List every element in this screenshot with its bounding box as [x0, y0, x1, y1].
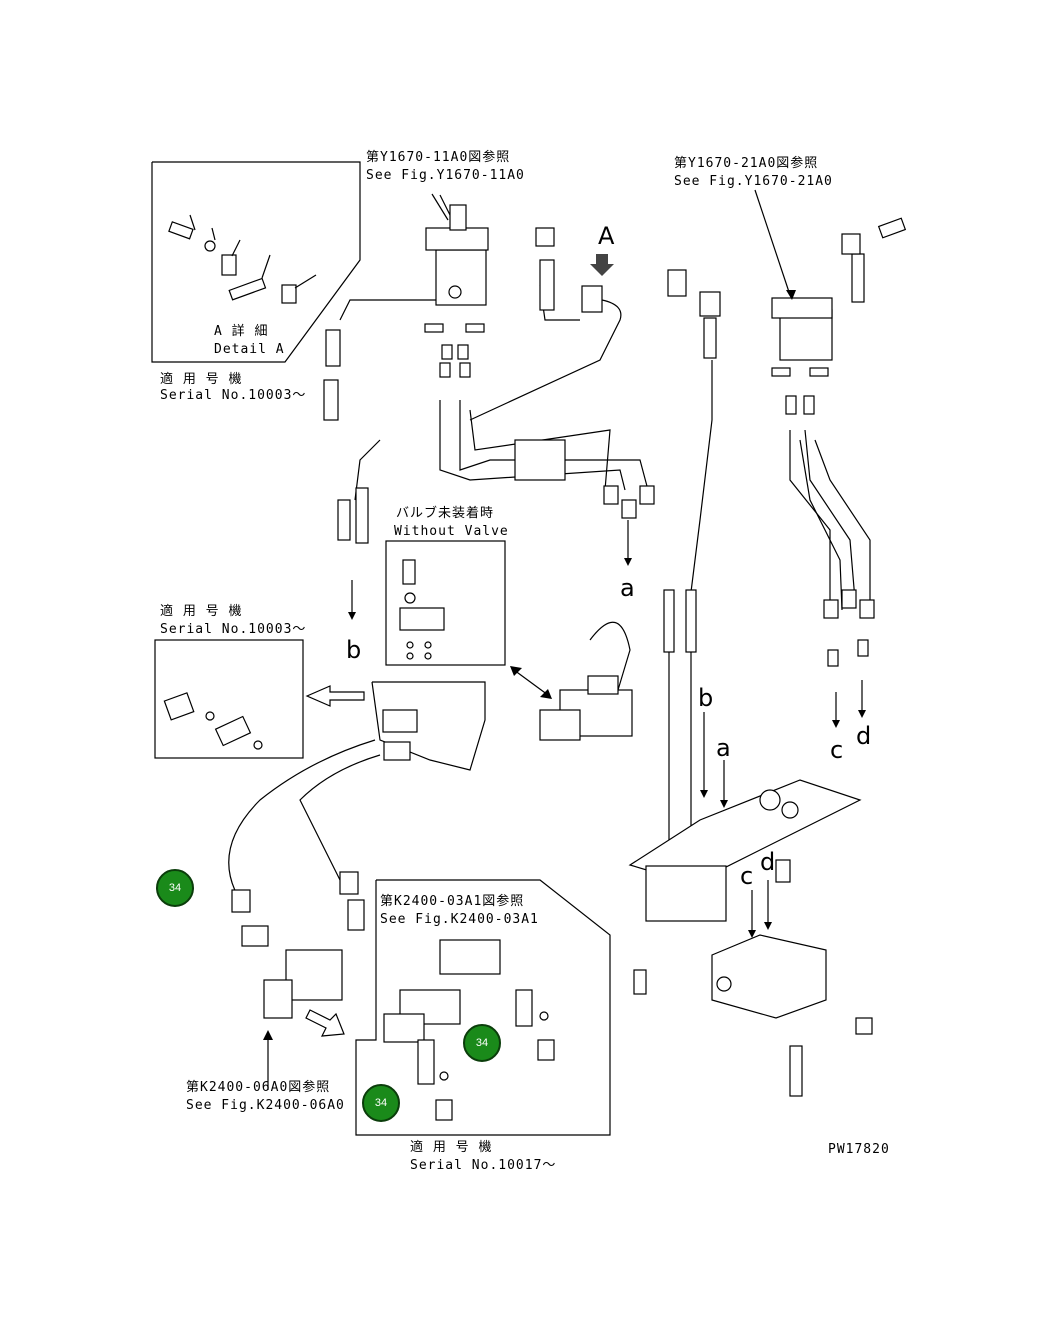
- detail-a-en: Detail A: [214, 342, 285, 357]
- conn-letter-a-top: a: [620, 574, 635, 602]
- part-callout-34-middle[interactable]: 34: [463, 1024, 501, 1062]
- manifold-plate: [628, 779, 862, 922]
- sub-valve-block: [633, 859, 873, 1097]
- conn-letter-b-right: b: [698, 684, 714, 712]
- serial-mid-jp: 適 用 号 機: [160, 604, 243, 619]
- double-arrow: [513, 669, 549, 696]
- conn-letter-c-lower: c: [740, 862, 754, 890]
- serial-top-jp: 適 用 号 機: [160, 372, 243, 387]
- conn-letter-c-right: c: [830, 736, 844, 764]
- pilot-valve-left: [425, 194, 489, 306]
- serial-bottom-frame: [355, 879, 611, 1136]
- detail-a-frame: [151, 161, 361, 363]
- detail-a-jp: A 詳 細: [214, 324, 269, 339]
- conn-letter-d-right: d: [856, 722, 872, 750]
- ref-k2400-03a1-jp: 第K2400-03A1図参照: [380, 894, 525, 909]
- hose-34: [228, 739, 376, 901]
- ref-k2400-06a0-jp: 第K2400-06A0図参照: [186, 1080, 331, 1095]
- ref-y1670-21a0-jp: 第Y1670-21A0図参照: [674, 156, 819, 171]
- ref-k2400-03a1-en: See Fig.K2400-03A1: [380, 912, 539, 927]
- without-valve-frame: [385, 540, 506, 666]
- view-arrow-a: [590, 254, 614, 276]
- pilot-hose-left: [339, 299, 436, 321]
- without-valve-en: Without Valve: [394, 524, 509, 539]
- fittings-row-right: [771, 367, 829, 415]
- solenoid-valve: [539, 621, 633, 741]
- ref-y1670-11a0-jp: 第Y1670-11A0図参照: [366, 150, 511, 165]
- ref-y1670-11a0-en: See Fig.Y1670-11A0: [366, 168, 525, 183]
- ref-k2400-06a0-en: See Fig.K2400-06A0: [186, 1098, 345, 1113]
- conn-letter-d-lower: d: [760, 848, 776, 876]
- hollow-arrow-left: [305, 685, 365, 707]
- part-callout-34-bottom[interactable]: 34: [362, 1084, 400, 1122]
- hollow-arrow-diagonal: [305, 1009, 345, 1037]
- part-callout-34-left[interactable]: 34: [156, 869, 194, 907]
- conn-letter-b-left: b: [346, 636, 362, 664]
- conn-letter-a-right: a: [716, 734, 731, 762]
- serial-bottom-jp: 適 用 号 機: [410, 1140, 493, 1155]
- serial-mid-parts: [163, 692, 263, 750]
- fittings-row-left: [424, 323, 485, 378]
- figure-code: PW17820: [828, 1142, 890, 1157]
- pilot-valve-right: [667, 217, 907, 361]
- view-letter-a: A: [598, 222, 615, 250]
- without-valve-parts: [399, 559, 445, 660]
- serial-bottom-parts: [383, 939, 555, 1121]
- serial-mid-frame: [154, 639, 304, 759]
- detail-a-parts: [168, 214, 317, 304]
- serial-bottom-en: Serial No.10017～: [410, 1158, 557, 1173]
- ref-y1670-21a0-en: See Fig.Y1670-21A0: [674, 174, 833, 189]
- serial-mid-en: Serial No.10003～: [160, 622, 307, 637]
- hose-ends-a: [603, 485, 655, 519]
- without-valve-jp: バルブ未装着時: [396, 506, 495, 521]
- main-valve-left: [241, 899, 365, 1019]
- serial-top-en: Serial No.10003～: [160, 388, 307, 403]
